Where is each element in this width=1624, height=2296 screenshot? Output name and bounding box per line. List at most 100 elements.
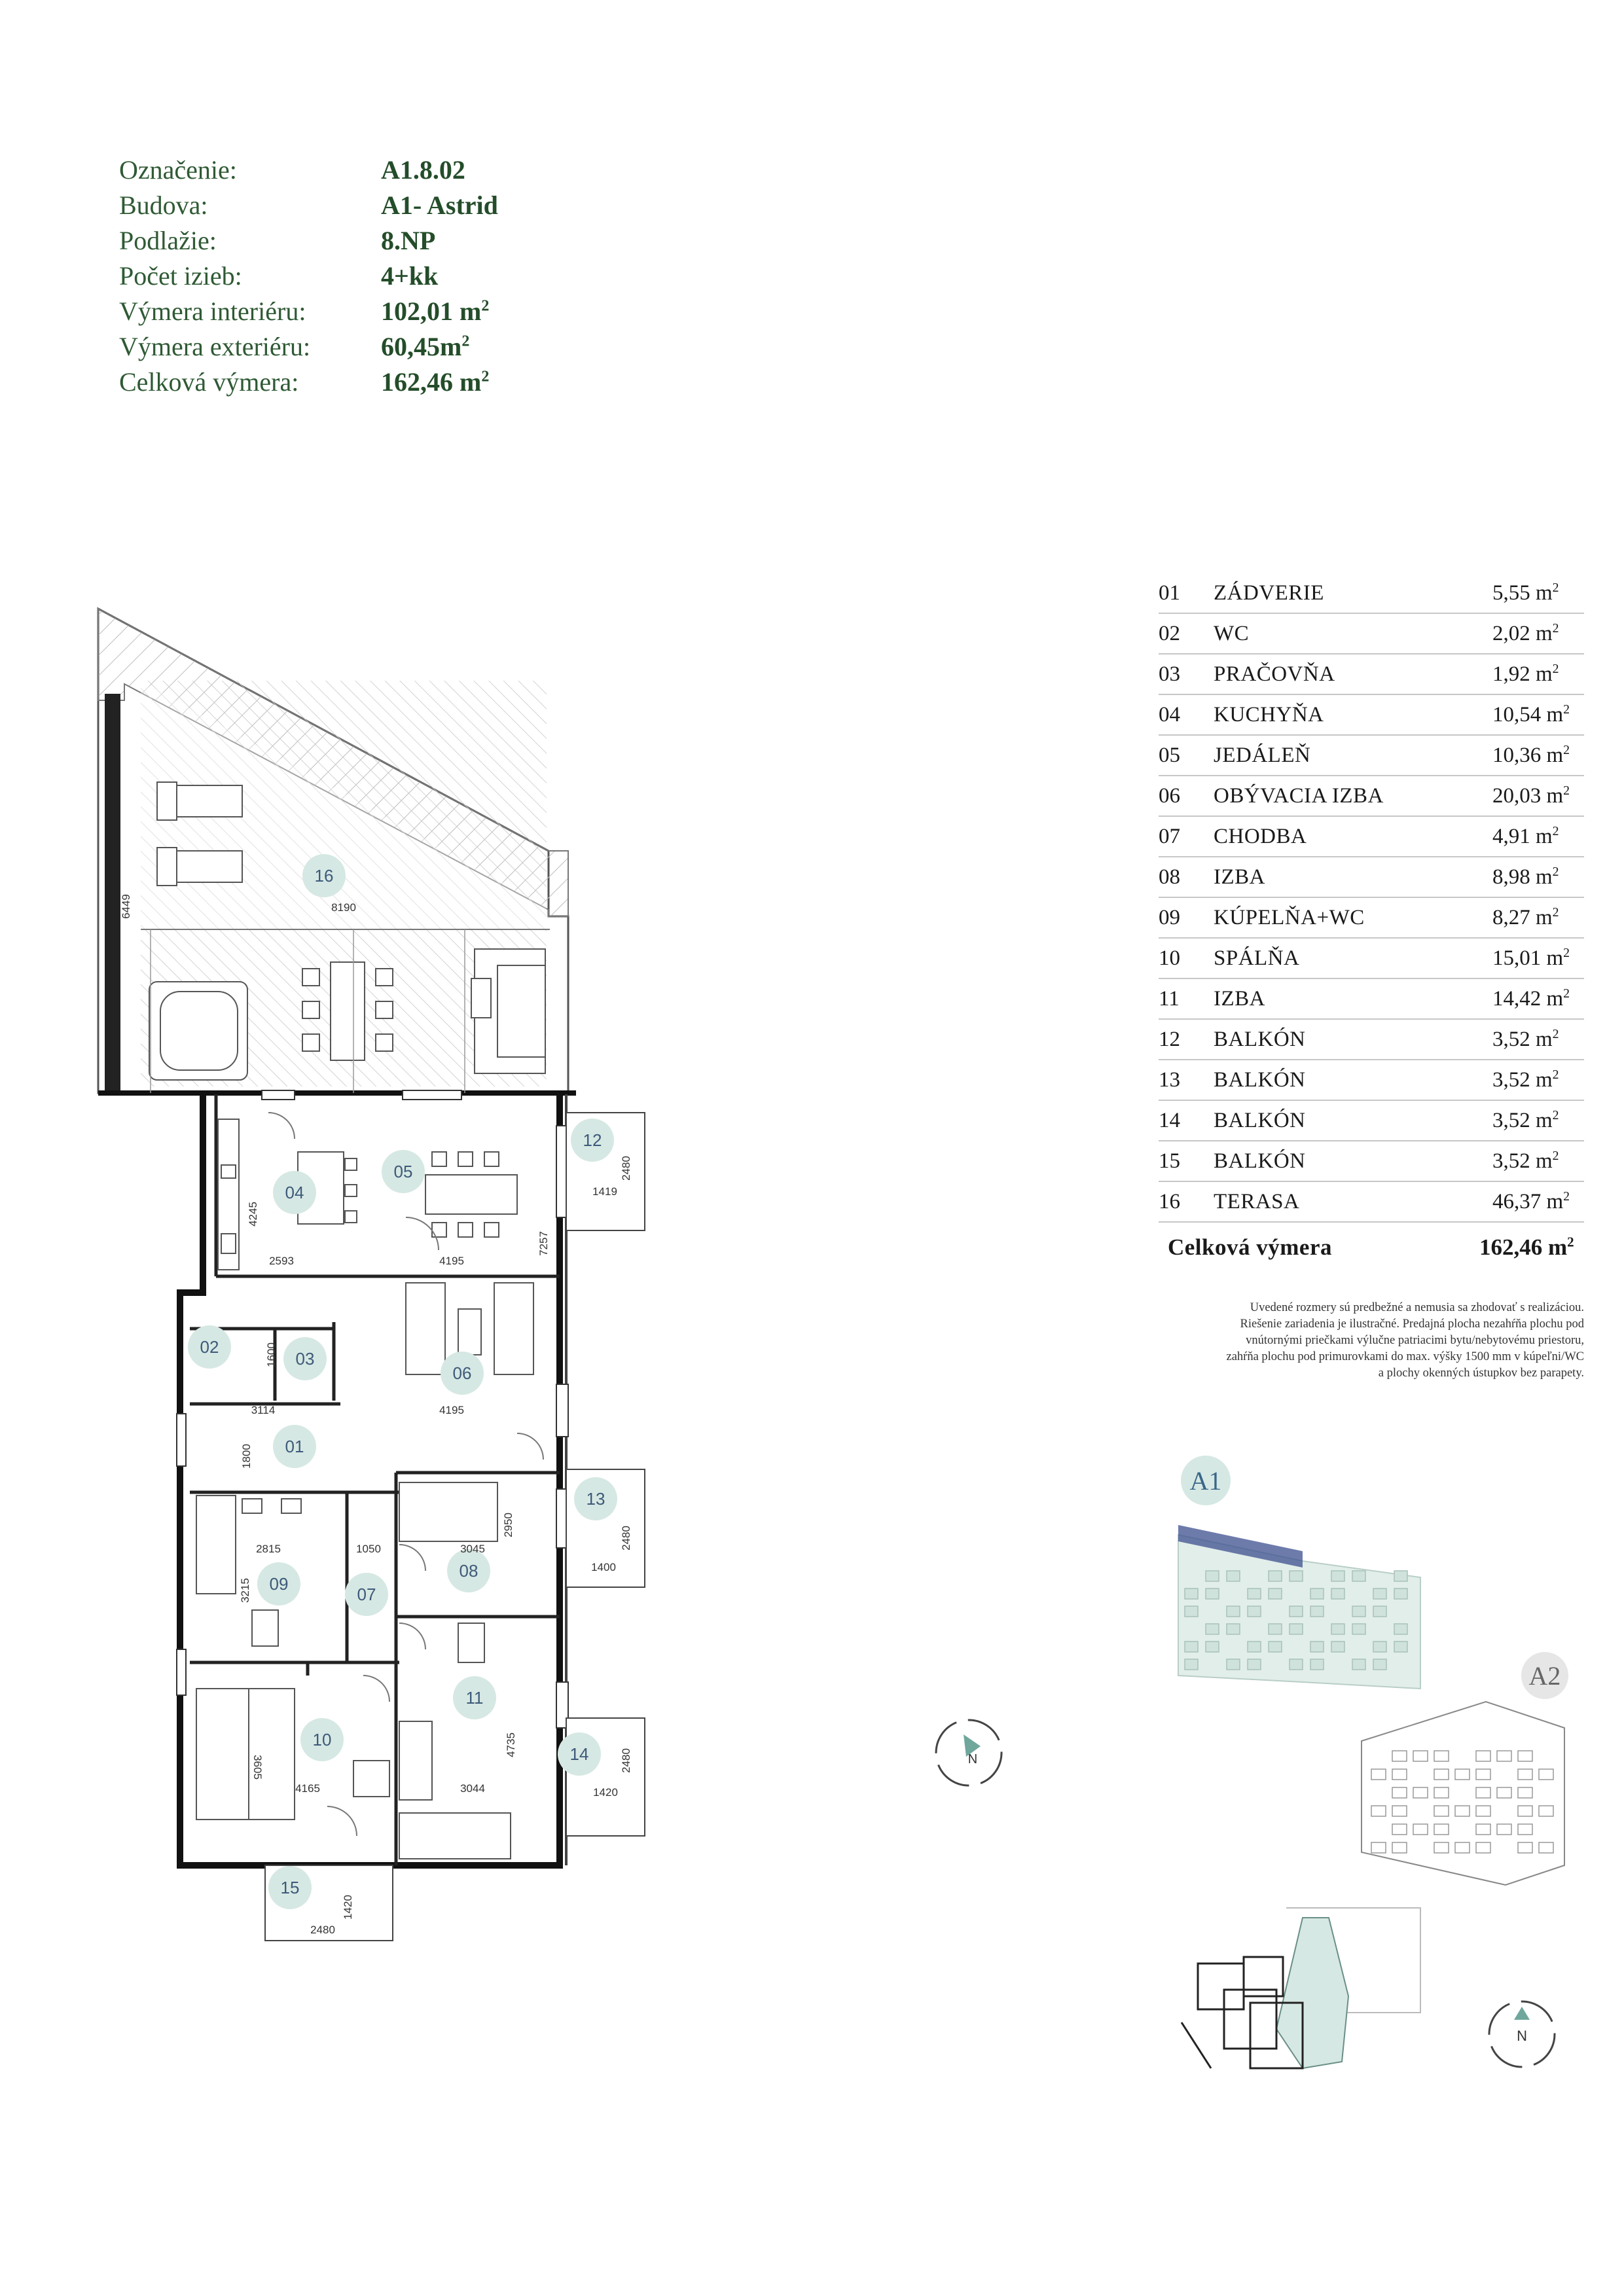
- room-area: 20,03 m2: [1492, 783, 1570, 808]
- room-label-bubble: 11: [453, 1676, 496, 1719]
- room-label: 06: [453, 1363, 472, 1383]
- dimension-label: 1800: [240, 1444, 253, 1469]
- dimension-label: 2480: [620, 1526, 632, 1551]
- room-name: PRAČOVŇA: [1214, 662, 1335, 686]
- room-number: 09: [1159, 905, 1180, 929]
- room-name: IZBA: [1214, 986, 1265, 1011]
- total-value: 162,46 m2: [1479, 1234, 1574, 1260]
- dimension-label: 3044: [460, 1782, 485, 1795]
- room-name: KUCHYŇA: [1214, 702, 1324, 726]
- dimension-label: 8190: [331, 901, 356, 914]
- info-label: Celková výmera:: [119, 367, 299, 397]
- info-value: 60,45m2: [381, 331, 470, 361]
- room-number: 05: [1159, 743, 1180, 767]
- room-number: 06: [1159, 783, 1180, 808]
- room-area: 5,55 m2: [1492, 580, 1559, 605]
- room-label: 14: [570, 1744, 589, 1764]
- dimension-label: 1400: [591, 1561, 616, 1573]
- room-label: 08: [460, 1561, 478, 1581]
- room-label-bubble: 13: [574, 1477, 617, 1520]
- room-label-bubble: 02: [188, 1325, 231, 1369]
- room-area: 10,54 m2: [1492, 702, 1570, 726]
- info-label: Počet izieb:: [119, 260, 242, 291]
- dimension-label: 3215: [239, 1578, 251, 1603]
- room-number: 13: [1159, 1067, 1180, 1092]
- room-label: 16: [315, 866, 334, 886]
- info-row-floor: Podlažie: 8.NP: [119, 223, 498, 258]
- info-row-designation: Označenie: A1.8.02: [119, 152, 498, 187]
- doors: [268, 1112, 544, 1837]
- room-label: 13: [586, 1489, 605, 1509]
- outdoor-sofa: [471, 948, 546, 1074]
- room-label-bubble: 15: [268, 1866, 312, 1909]
- room-label-bubble: 08: [447, 1549, 490, 1592]
- room-name: BALKÓN: [1214, 1149, 1306, 1173]
- room-area: 46,37 m2: [1492, 1189, 1570, 1213]
- room-area: 8,27 m2: [1492, 905, 1559, 929]
- total-label: Celková výmera: [1168, 1234, 1332, 1260]
- dimension-label: 2480: [310, 1924, 335, 1936]
- room-area: 3,52 m2: [1492, 1107, 1559, 1132]
- interior-furniture: [196, 1119, 534, 1859]
- room-label-bubble: 16: [302, 854, 346, 897]
- dimension-label: 2593: [269, 1255, 294, 1267]
- room-label: 10: [313, 1730, 332, 1749]
- compass-icon: N: [935, 1719, 1003, 1787]
- info-label: Výmera exteriéru:: [119, 331, 311, 361]
- room-area: 14,42 m2: [1492, 986, 1570, 1011]
- room-area: 2,02 m2: [1492, 620, 1559, 645]
- dimension-label: 6449: [120, 894, 132, 919]
- total-area-row: Celková výmera 162,46 m2: [1159, 1223, 1584, 1272]
- building-a2-illustration: A2: [1361, 1652, 1568, 1886]
- dimension-label: 4195: [439, 1404, 464, 1416]
- outdoor-dining-set: [302, 961, 393, 1061]
- info-row-rooms: Počet izieb: 4+kk: [119, 258, 498, 293]
- room-name: BALKÓN: [1214, 1067, 1306, 1092]
- dimension-label: 7257: [537, 1231, 550, 1256]
- dimension-label: 2480: [620, 1156, 632, 1181]
- room-label: 02: [200, 1337, 219, 1357]
- room-number: 14: [1159, 1108, 1180, 1132]
- info-value: 102,01 m2: [381, 296, 490, 326]
- room-label-bubble: 09: [257, 1562, 300, 1605]
- compass-letter: N: [1517, 2028, 1527, 2044]
- room-name: ZÁDVERIE: [1214, 581, 1324, 605]
- room-number: 03: [1159, 662, 1180, 686]
- dimension-label: 3045: [460, 1543, 485, 1555]
- room-number: 08: [1159, 865, 1180, 889]
- room-label-bubble: 01: [273, 1425, 316, 1468]
- room-area: 10,36 m2: [1492, 742, 1570, 767]
- room-label-bubble: 05: [382, 1150, 425, 1193]
- dimension-label: 2950: [502, 1513, 514, 1537]
- info-row-building: Budova: A1- Astrid: [119, 187, 498, 223]
- room-label: 05: [394, 1162, 413, 1181]
- dimension-label: 1050: [356, 1543, 381, 1555]
- room-label: 01: [285, 1437, 304, 1456]
- room-area: 4,91 m2: [1492, 823, 1559, 848]
- room-area: 8,98 m2: [1492, 864, 1559, 889]
- apartment-info: Označenie: A1.8.02 Budova: A1- Astrid Po…: [119, 152, 498, 399]
- dimension-label: 1600: [265, 1342, 278, 1367]
- room-label-bubble: 04: [273, 1171, 316, 1214]
- room-label: 15: [281, 1878, 300, 1897]
- info-label: Podlažie:: [119, 225, 217, 255]
- room-number: 10: [1159, 946, 1180, 970]
- dimension-label: 4195: [439, 1255, 464, 1267]
- info-value: 162,46 m2: [381, 367, 490, 397]
- room-area: 3,52 m2: [1492, 1026, 1559, 1051]
- room-label-bubble: 10: [300, 1718, 344, 1761]
- room-number: 12: [1159, 1027, 1180, 1051]
- room-label-bubble: 06: [441, 1352, 484, 1395]
- room-area: 3,52 m2: [1492, 1067, 1559, 1092]
- room-label-bubble: 03: [283, 1337, 327, 1380]
- dimension-label: 4165: [295, 1782, 320, 1795]
